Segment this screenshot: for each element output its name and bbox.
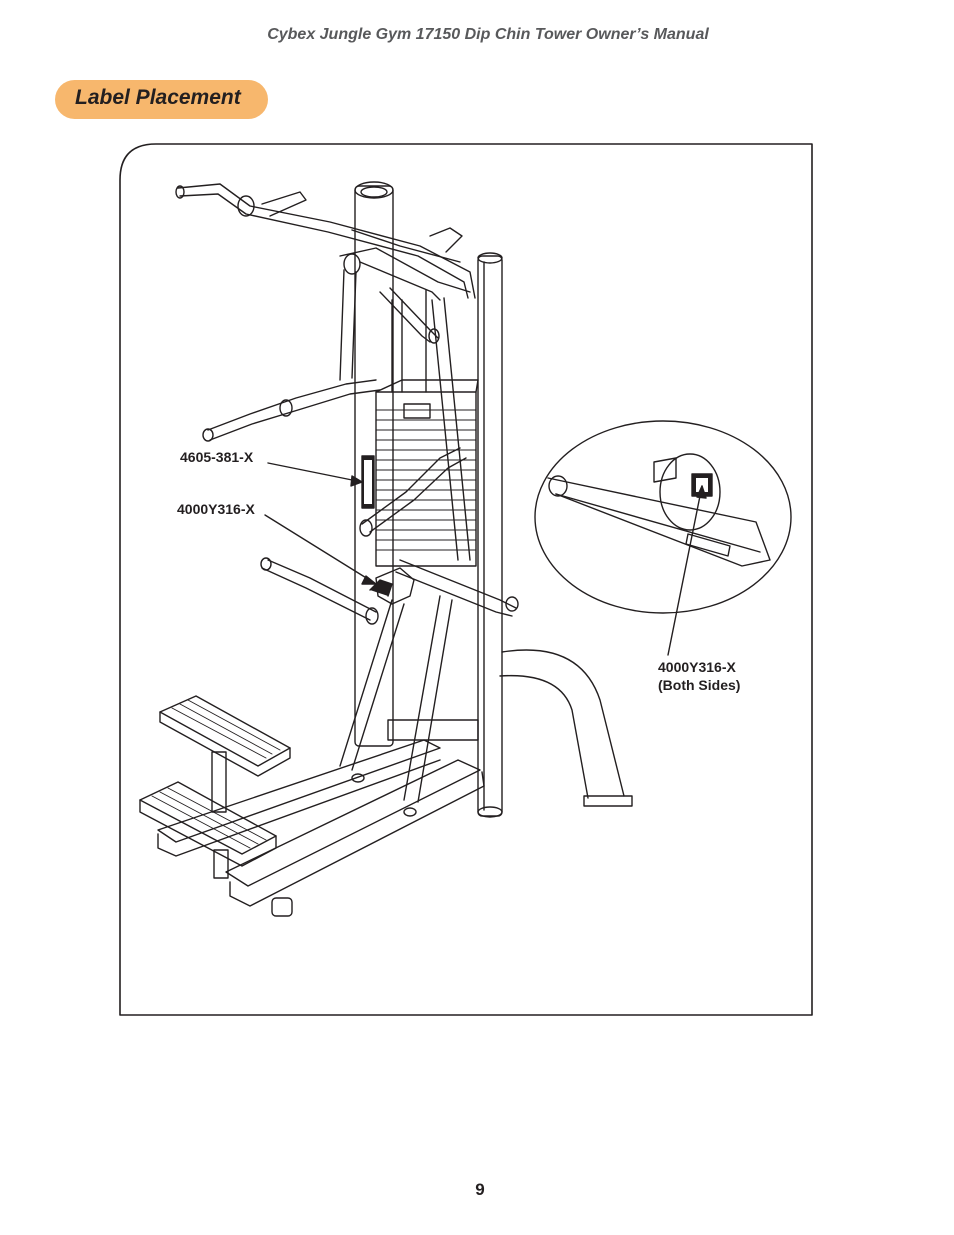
label-callout-4000y316-left: 4000Y316-X [177, 501, 255, 517]
page-number: 9 [475, 1180, 485, 1199]
figure-frame-border [119, 143, 813, 1016]
detail-magnifier-circle [534, 420, 792, 614]
callout-note: (Both Sides) [658, 677, 741, 693]
section-title: Label Placement [75, 86, 241, 109]
leader-line-4000-right [667, 485, 703, 656]
leader-line-4000-left [264, 514, 377, 585]
section-title-badge: Label Placement [55, 80, 268, 119]
manual-title: Cybex Jungle Gym 17150 Dip Chin Tower Ow… [267, 26, 709, 43]
label-callout-4000y316-right: 4000Y316-X (Both Sides) [658, 658, 740, 694]
label-callout-4605-381: 4605-381-X [180, 449, 254, 465]
callout-part-number: 4000Y316-X [658, 659, 736, 675]
leader-line-4605 [267, 462, 363, 483]
